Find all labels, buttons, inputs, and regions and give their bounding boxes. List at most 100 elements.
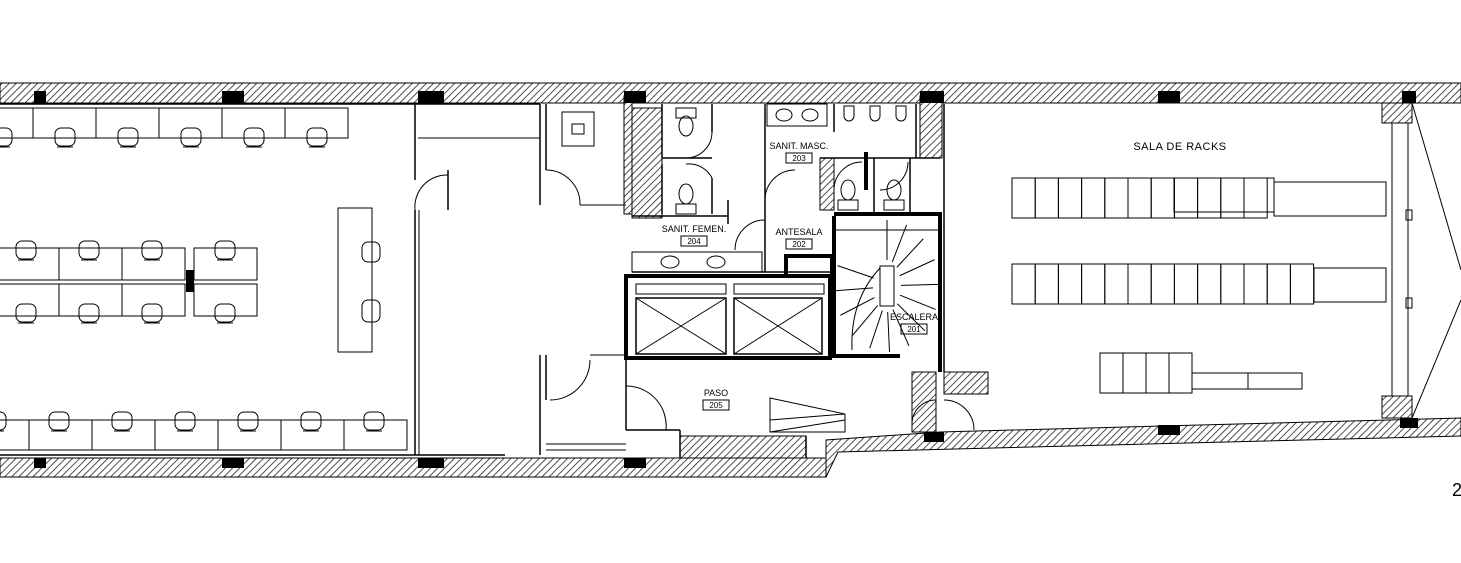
- column: [920, 91, 944, 103]
- desk: [0, 107, 34, 139]
- column: [222, 458, 244, 468]
- column: [418, 458, 444, 468]
- chair: [117, 127, 139, 147]
- stair-treads: [835, 220, 939, 352]
- south-wall-east: [825, 417, 1461, 478]
- toilet: [837, 199, 859, 211]
- rack: [1289, 263, 1315, 305]
- chair: [237, 411, 259, 431]
- rack: [1247, 372, 1303, 390]
- rack: [1173, 177, 1275, 213]
- structural-columns: [34, 91, 1418, 468]
- room-number-sanit-masc: 203: [792, 154, 806, 163]
- column-door-right: [943, 371, 989, 395]
- chair: [300, 411, 322, 431]
- wc-stall-wall-1: [631, 107, 663, 219]
- sink-counter-masc: [766, 103, 828, 127]
- chair: [0, 127, 13, 147]
- desk-cluster-middle: [0, 240, 258, 324]
- urinal: [869, 105, 881, 122]
- desk: [284, 107, 349, 139]
- sink-counter-fem: [631, 251, 763, 273]
- room-label-paso: PASO: [704, 388, 728, 398]
- room-label-sanit-masc: SANIT. MASC.: [769, 141, 828, 151]
- desk: [91, 419, 156, 451]
- desk-row-bottom: [0, 411, 408, 451]
- rack: [1150, 177, 1175, 219]
- room-number-sanit-femen: 204: [687, 237, 701, 246]
- urinal: [895, 105, 907, 122]
- desk: [193, 247, 258, 281]
- desk: [58, 283, 123, 317]
- room-number-escalera: 201: [907, 325, 921, 334]
- rack: [1034, 263, 1059, 305]
- room-labels: SALA DE RACKS SANIT. MASC. 203 SANIT. FE…: [662, 141, 1461, 500]
- rack: [1173, 263, 1199, 305]
- chair: [214, 240, 236, 260]
- chair: [306, 127, 328, 147]
- north-wall: [0, 82, 1461, 104]
- rack: [1220, 263, 1245, 305]
- meeting-table: [337, 207, 373, 353]
- equipment-cabinet: [561, 111, 595, 147]
- stair-direction-line: [851, 267, 881, 351]
- elevator-car: [733, 297, 823, 355]
- column: [924, 432, 944, 442]
- edge-marker: 2: [1452, 480, 1461, 500]
- stair-tread: [869, 310, 883, 349]
- stair-tread: [837, 265, 874, 279]
- rack: [1122, 352, 1147, 394]
- chair: [141, 303, 163, 323]
- chair: [174, 411, 196, 431]
- rack-row-2: [1011, 263, 1387, 305]
- room-label-escalera: ESCALERA: [890, 312, 938, 322]
- chair: [361, 299, 381, 323]
- rack: [1104, 177, 1129, 219]
- ramp: [769, 397, 846, 433]
- south-wall-west: [0, 457, 827, 478]
- rack: [1150, 263, 1175, 305]
- column: [186, 270, 194, 292]
- column: [624, 458, 646, 468]
- desk: [0, 247, 60, 281]
- rack: [1273, 181, 1387, 217]
- column: [1158, 91, 1180, 103]
- rack: [1145, 352, 1170, 394]
- equipment-cabinet-inner: [571, 123, 585, 135]
- rack: [1104, 263, 1129, 305]
- rack: [1313, 267, 1387, 303]
- toilet: [840, 179, 856, 201]
- restroom-block: [631, 103, 942, 273]
- rack: [1266, 263, 1291, 305]
- column: [624, 91, 646, 103]
- desk: [154, 419, 219, 451]
- sink: [660, 255, 680, 269]
- elevator-car: [635, 297, 727, 355]
- desk: [121, 247, 186, 281]
- desk: [280, 419, 345, 451]
- sink: [706, 255, 726, 269]
- desk: [32, 107, 97, 139]
- rack: [1243, 263, 1268, 305]
- corridor: [415, 103, 626, 455]
- room-label-antesala: ANTESALA: [775, 227, 822, 237]
- chair: [15, 240, 37, 260]
- staircase: [832, 216, 942, 372]
- column: [418, 91, 444, 103]
- partition-wall-wc: [919, 95, 943, 159]
- column: [1400, 418, 1418, 428]
- stair-tread: [835, 287, 874, 292]
- rack: [1127, 263, 1152, 305]
- chair: [15, 303, 37, 323]
- chair: [180, 127, 202, 147]
- desk: [221, 107, 286, 139]
- desk: [0, 419, 30, 451]
- paso-lower-wall: [679, 435, 807, 459]
- desk: [0, 283, 60, 317]
- chair: [48, 411, 70, 431]
- column: [1158, 425, 1180, 435]
- paso-area: [625, 358, 975, 458]
- desk: [28, 419, 93, 451]
- chair: [214, 303, 236, 323]
